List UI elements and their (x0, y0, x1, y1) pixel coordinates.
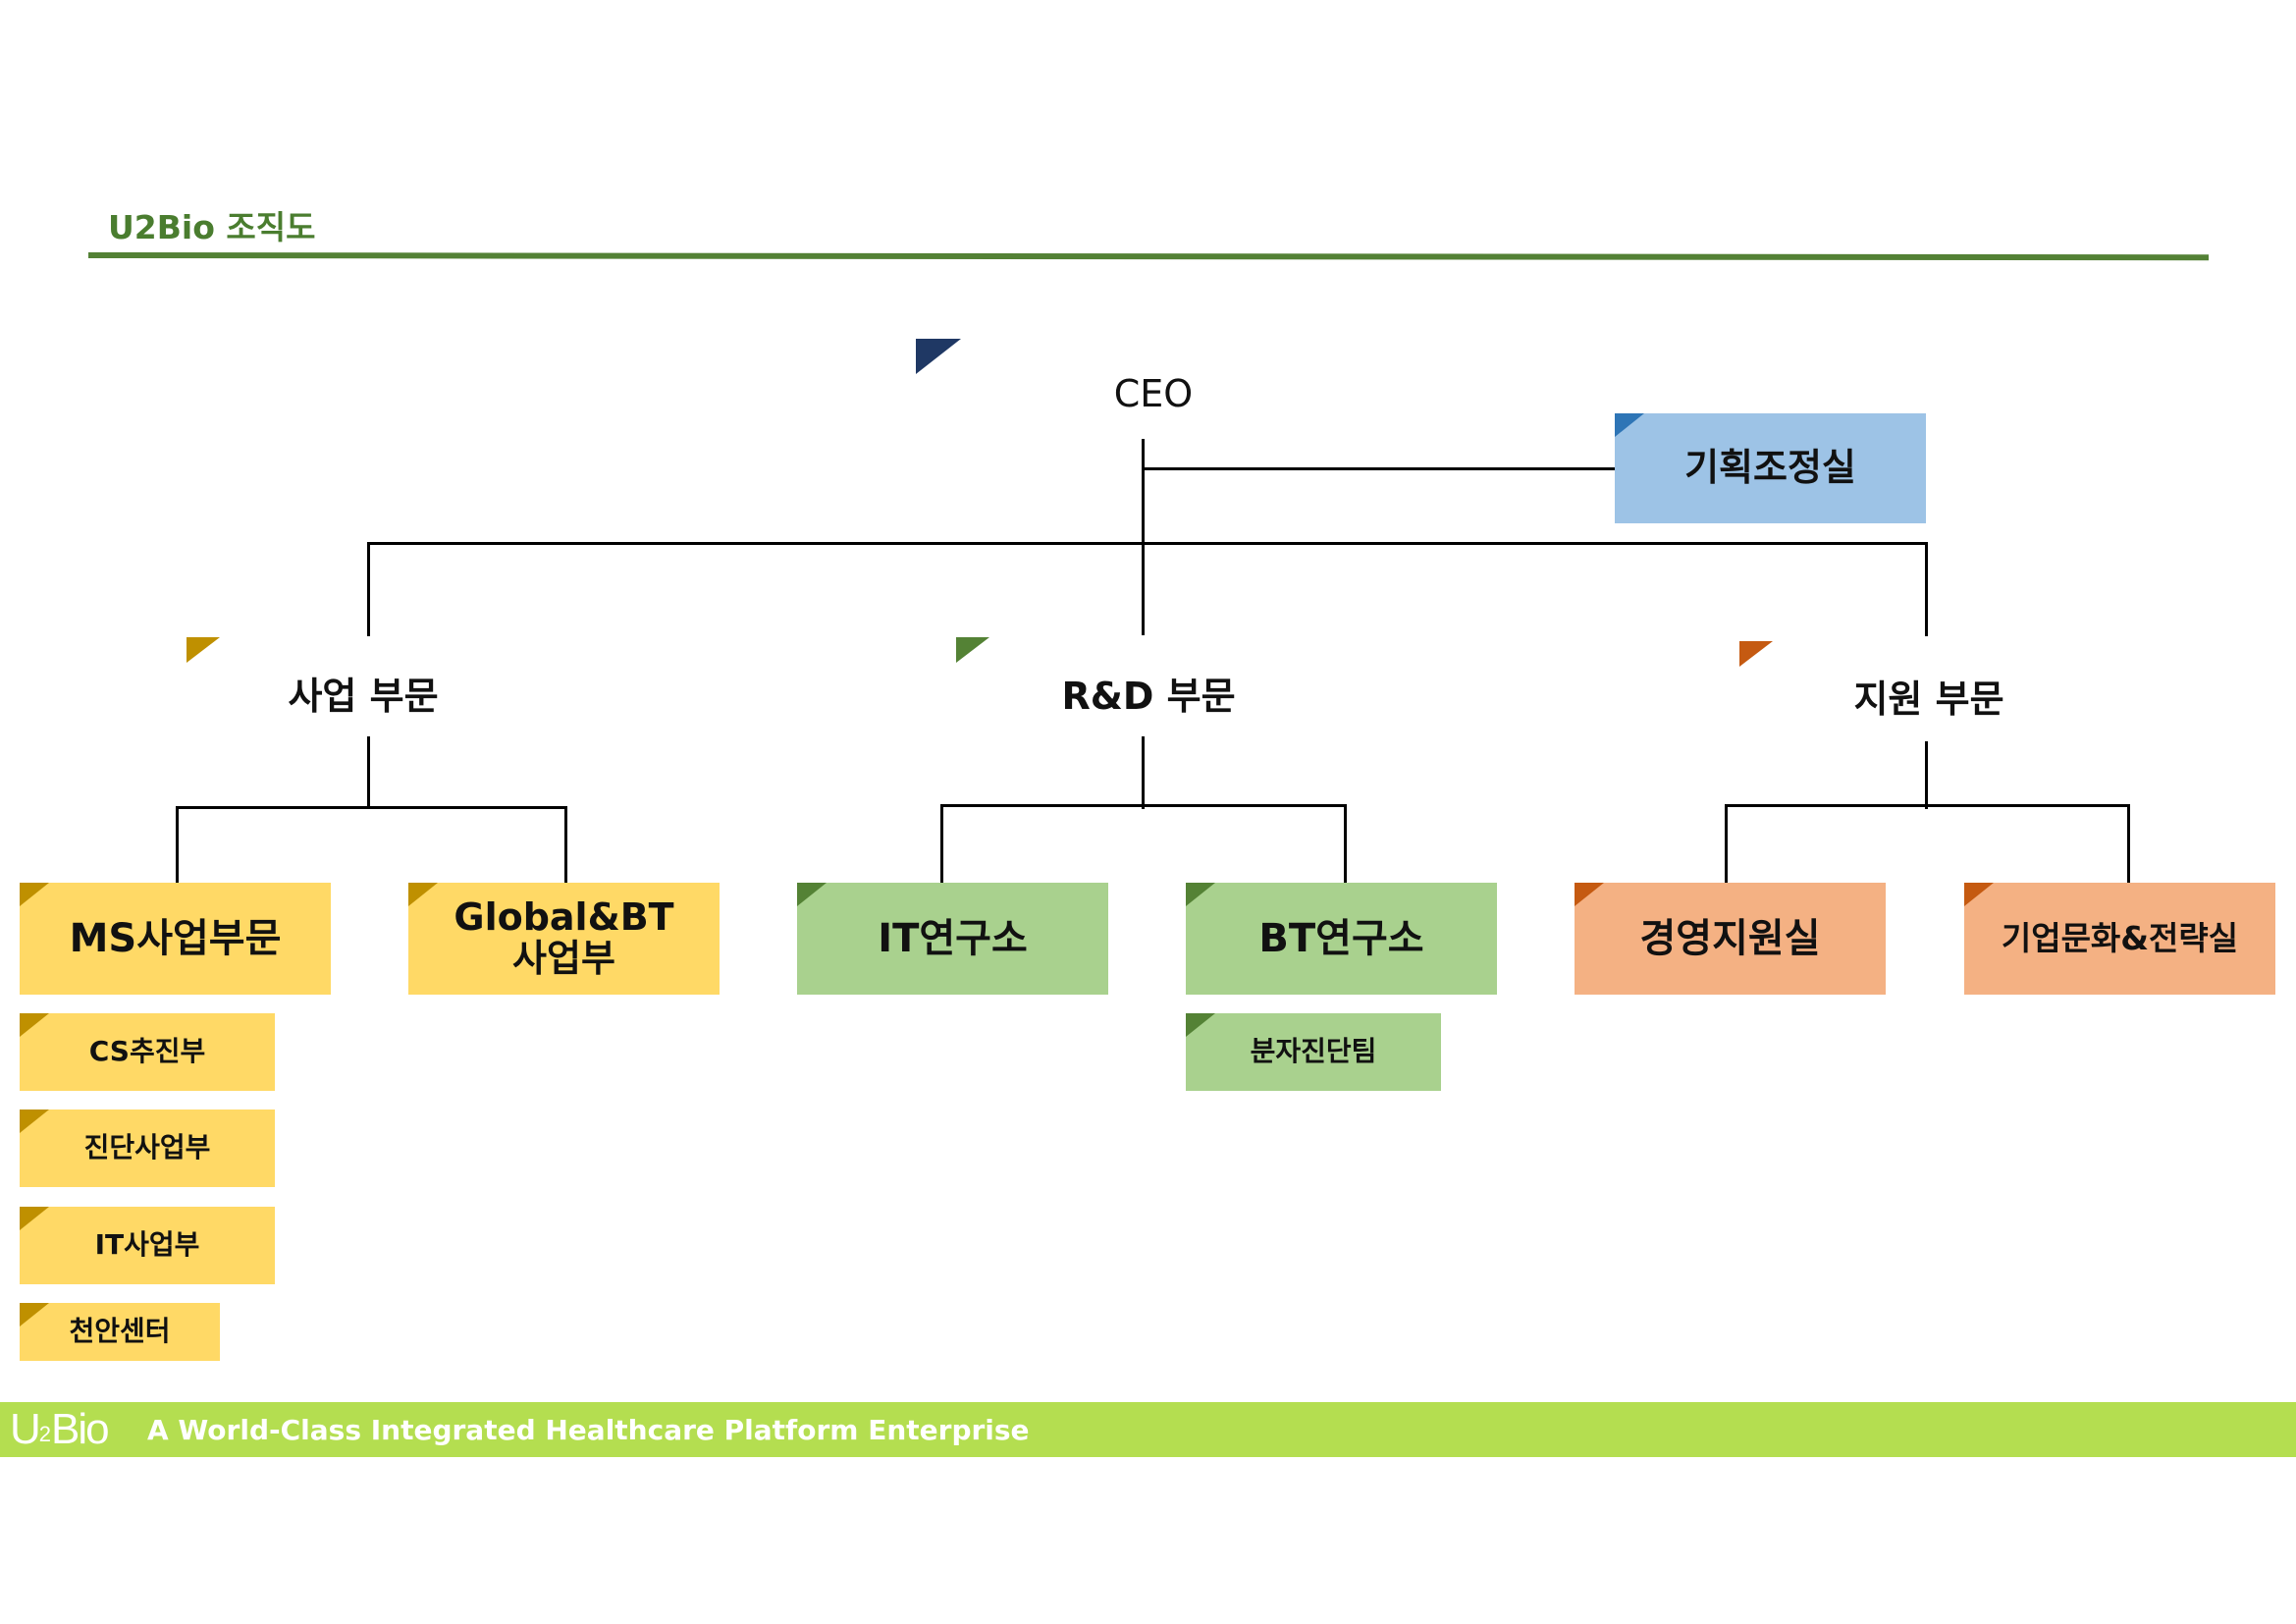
global-bt-label-line1: Global&BT (454, 895, 674, 940)
connector-rnd-bar (940, 804, 1347, 807)
connector-to-culture-strategy (2127, 804, 2130, 883)
it-lab-tab-icon (797, 883, 827, 906)
diagnostics-biz-box: 진단사업부 (20, 1110, 275, 1187)
connector-business-down (367, 736, 370, 809)
diagnostics-biz-label: 진단사업부 (83, 1131, 211, 1164)
logo-text-u: U (10, 1405, 41, 1453)
cs-team-tab-icon (20, 1013, 49, 1037)
it-lab-label: IT연구소 (878, 916, 1028, 961)
bt-lab-label: BT연구소 (1258, 916, 1424, 961)
it-biz-tab-icon (20, 1207, 49, 1230)
connector-to-it-lab (940, 804, 943, 883)
page-title: U2Bio 조직도 (108, 208, 316, 246)
molecular-dx-label: 분자진단팀 (1250, 1035, 1377, 1068)
support-division-label: 지원 부문 (1853, 677, 2004, 721)
logo-text-2: 2 (38, 1422, 52, 1446)
global-bt-label-line2: 사업부 (512, 937, 615, 980)
logo-text-bio: Bio (51, 1405, 110, 1453)
ms-tab-icon (20, 883, 49, 906)
culture-strategy-box: 기업문화&전략실 (1964, 883, 2275, 995)
ms-business-label: MS사업부문 (69, 916, 282, 961)
culture-strategy-label: 기업문화&전략실 (2001, 918, 2239, 957)
planning-office-label: 기획조정실 (1684, 446, 1856, 490)
ceo-flag-icon (916, 339, 961, 374)
ceo-label: CEO (1113, 372, 1194, 415)
it-lab-box: IT연구소 (797, 883, 1108, 995)
diagnostics-biz-tab-icon (20, 1110, 49, 1133)
connector-division-bar (367, 542, 1928, 545)
title-divider (87, 252, 2210, 261)
ms-business-box: MS사업부문 (20, 883, 331, 995)
molecular-dx-box: 분자진단팀 (1186, 1013, 1441, 1091)
global-bt-box: Global&BT 사업부 (408, 883, 720, 995)
it-biz-box: IT사업부 (20, 1207, 275, 1284)
mgmt-support-label: 경영지원실 (1639, 916, 1821, 961)
connector-ceo-planning (1142, 467, 1616, 470)
connector-to-ms (176, 806, 179, 883)
cs-team-label: CS추진부 (88, 1035, 206, 1068)
footer-slogan: A World-Class Integrated Healthcare Plat… (147, 1413, 1030, 1446)
cheonan-center-box: 천안센터 (20, 1303, 220, 1361)
mgmt-support-box: 경영지원실 (1575, 883, 1886, 995)
rnd-division-label: R&D 부문 (1061, 674, 1236, 718)
bt-lab-box: BT연구소 (1186, 883, 1497, 995)
connector-to-global-bt (564, 806, 567, 883)
bt-lab-tab-icon (1186, 883, 1215, 906)
connector-support-down (1925, 741, 1928, 809)
connector-business-bar (176, 806, 567, 809)
connector-to-bt-lab (1344, 804, 1347, 883)
connector-ceo-trunk (1142, 439, 1145, 635)
molecular-dx-tab-icon (1186, 1013, 1215, 1037)
cs-team-box: CS추진부 (20, 1013, 275, 1091)
business-flag-icon (187, 637, 220, 663)
support-flag-icon (1739, 641, 1773, 667)
cheonan-center-tab-icon (20, 1303, 49, 1326)
connector-rnd-down (1142, 736, 1145, 809)
connector-to-support (1925, 542, 1928, 636)
connector-support-bar (1725, 804, 2130, 807)
planning-office-box: 기획조정실 (1615, 413, 1926, 523)
it-biz-label: IT사업부 (94, 1228, 200, 1262)
culture-strategy-tab-icon (1964, 883, 1994, 906)
footer-band (0, 1402, 2296, 1457)
global-bt-tab-icon (408, 883, 438, 906)
rnd-flag-icon (956, 637, 989, 663)
cheonan-center-label: 천안센터 (69, 1315, 171, 1348)
connector-to-mgmt-support (1725, 804, 1728, 883)
connector-to-business (367, 542, 370, 636)
planning-tab-icon (1615, 413, 1644, 437)
business-division-label: 사업 부문 (288, 674, 439, 718)
mgmt-support-tab-icon (1575, 883, 1604, 906)
